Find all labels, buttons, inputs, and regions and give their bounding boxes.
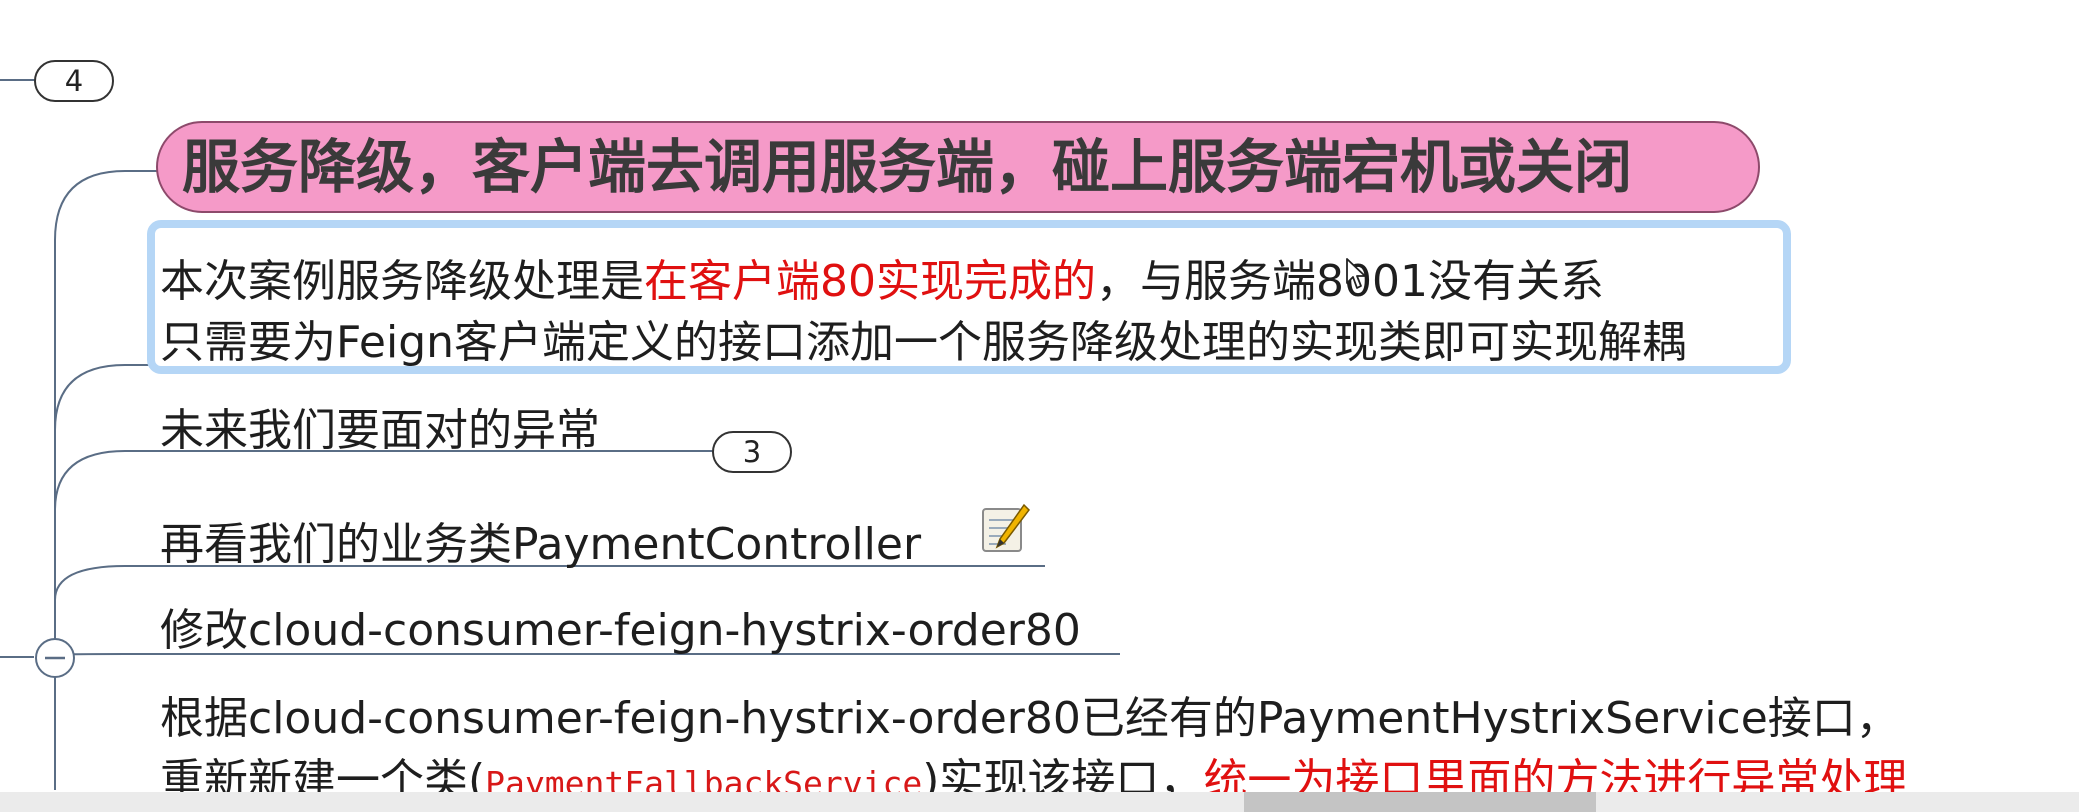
selected-topic-box[interactable] — [147, 220, 1791, 374]
selected-topic-text-a: 本次案例服务降级处理是 — [160, 256, 644, 307]
topic-review-controller[interactable]: 再看我们的业务类PaymentController — [160, 508, 921, 572]
selected-topic-line-1: 本次案例服务降级处理是在客户端80实现完成的，与服务端8001没有关系 — [160, 245, 1604, 309]
topic-existing-interface-line-1[interactable]: 根据cloud-consumer-feign-hystrix-order80已经… — [160, 682, 1900, 746]
selected-topic-line-2: 只需要为Feign客户端定义的接口添加一个服务降级处理的实现类即可实现解耦 — [160, 306, 1686, 370]
selected-topic-highlight: 在客户端80实现完成的 — [644, 256, 1096, 307]
horizontal-scrollbar-track[interactable] — [0, 792, 2079, 812]
topic-modify-module[interactable]: 修改cloud-consumer-feign-hystrix-order80 — [160, 594, 1081, 658]
main-topic-text: 服务降级，客户端去调用服务端，碰上服务端宕机或关闭 — [182, 133, 1633, 201]
collapsed-count-label: 4 — [64, 64, 84, 98]
cursor-icon — [1346, 258, 1366, 289]
note-icon[interactable] — [980, 503, 1030, 555]
selected-topic-text-c: 只需要为Feign客户端定义的接口添加一个服务降级处理的实现类即可实现解耦 — [160, 317, 1687, 368]
topic-future-exceptions[interactable]: 未来我们要面对的异常 — [160, 394, 600, 458]
subtopic-count-badge[interactable]: 3 — [712, 431, 792, 473]
topic-modify-module-label: 修改cloud-consumer-feign-hystrix-order80 — [160, 605, 1081, 656]
collapsed-count-badge[interactable]: 4 — [34, 60, 114, 102]
collapse-toggle-icon[interactable] — [34, 637, 76, 679]
horizontal-scrollbar-thumb[interactable] — [1244, 792, 1596, 812]
subtopic-count-label: 3 — [742, 435, 762, 469]
topic-review-controller-label: 再看我们的业务类PaymentController — [160, 519, 922, 570]
topic-existing-interface-text-1: 根据cloud-consumer-feign-hystrix-order80已经… — [160, 693, 1900, 744]
main-topic-title[interactable]: 服务降级，客户端去调用服务端，碰上服务端宕机或关闭 — [156, 121, 1760, 213]
topic-future-exceptions-label: 未来我们要面对的异常 — [160, 405, 600, 456]
